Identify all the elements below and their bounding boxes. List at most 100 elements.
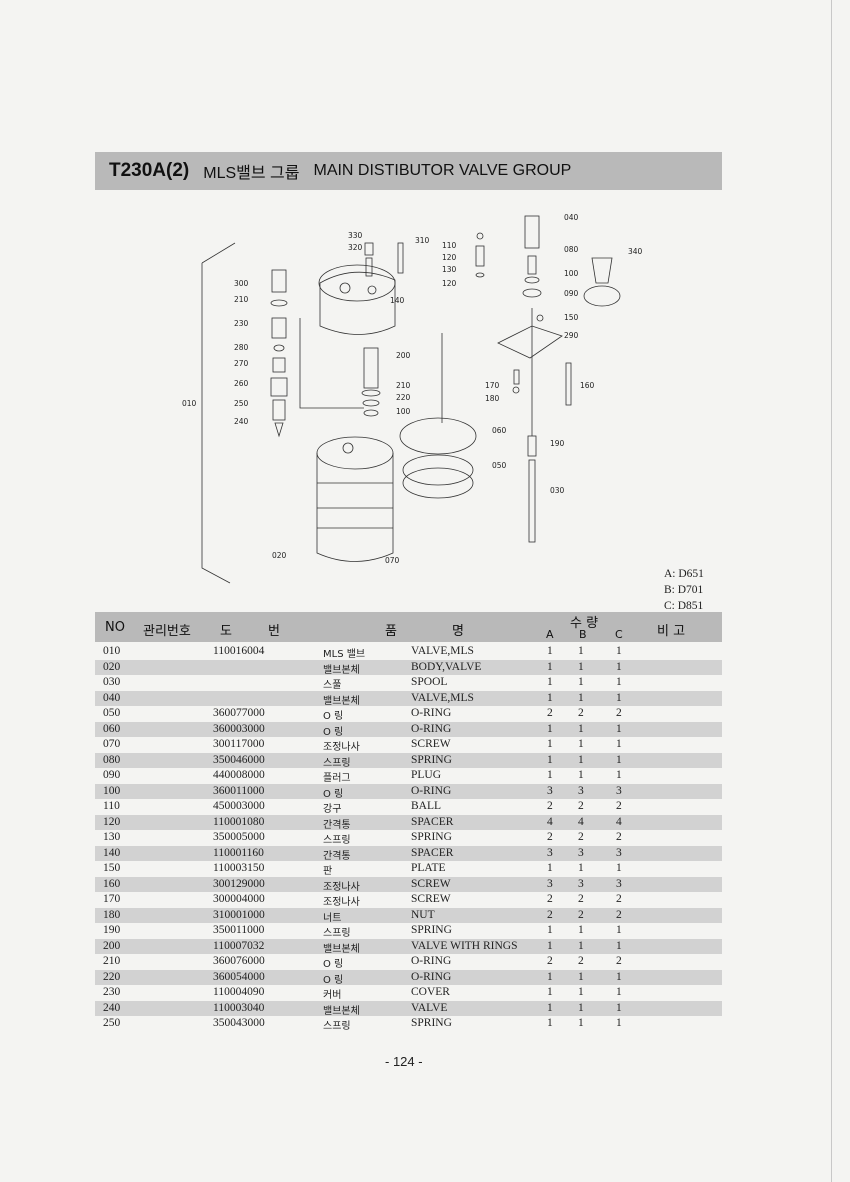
cell-a: 2 bbox=[547, 893, 553, 905]
legend-b: B: D701 bbox=[664, 584, 704, 596]
part-020-body bbox=[316, 453, 394, 562]
cell-a: 1 bbox=[547, 862, 553, 874]
cell-a: 1 bbox=[547, 676, 553, 688]
cell-c: 1 bbox=[616, 939, 622, 952]
cell-b: 1 bbox=[578, 722, 584, 735]
cell-part: 110016004 bbox=[213, 645, 265, 657]
diagram-drawing bbox=[201, 215, 621, 584]
diagram-callout: 150 bbox=[564, 313, 579, 322]
diagram-callout: 030 bbox=[550, 486, 565, 495]
diagram-callout: 170 bbox=[485, 381, 500, 390]
cover-hole-2 bbox=[367, 285, 377, 295]
cell-c: 1 bbox=[616, 722, 622, 735]
cell-ko: 밸브본체 bbox=[323, 664, 360, 676]
col-no: NO bbox=[105, 620, 125, 635]
cell-a: 2 bbox=[547, 908, 553, 921]
cell-a: 1 bbox=[547, 970, 553, 983]
cell-ko: 스프링 bbox=[323, 928, 351, 939]
cell-c: 1 bbox=[616, 986, 622, 998]
cell-part: 300117000 bbox=[213, 738, 265, 750]
cell-ko: 스프링 bbox=[323, 1021, 351, 1032]
cell-ko: 판 bbox=[323, 866, 333, 877]
cell-en: SPOOL bbox=[411, 676, 448, 688]
diagram-callout: 010 bbox=[182, 399, 197, 408]
cell-part: 360011000 bbox=[213, 784, 265, 797]
part-050-ring-1 bbox=[402, 454, 474, 486]
cell-part: 360077000 bbox=[213, 707, 265, 719]
cell-en: SPACER bbox=[411, 815, 454, 828]
diagram-callout: 060 bbox=[492, 426, 507, 435]
cell-ko: 스풀 bbox=[323, 680, 342, 691]
diagram-callout: 330 bbox=[348, 231, 363, 240]
part-300 bbox=[271, 269, 287, 293]
diagram-callout: 050 bbox=[492, 461, 507, 470]
cell-part: 350043000 bbox=[213, 1017, 265, 1029]
part-120-lower bbox=[475, 272, 485, 278]
cell-b: 1 bbox=[578, 738, 584, 750]
diagram-callout: 180 bbox=[485, 394, 500, 403]
cell-part: 360076000 bbox=[213, 955, 265, 967]
part-190-spring bbox=[527, 435, 537, 457]
part-110-ball bbox=[476, 232, 484, 240]
cell-no: 220 bbox=[103, 970, 121, 983]
cell-a: 1 bbox=[547, 769, 553, 781]
cell-b: 1 bbox=[578, 1017, 584, 1029]
cell-ko: 조정나사 bbox=[323, 881, 360, 893]
cell-part: 110007032 bbox=[213, 939, 265, 952]
ring-100 bbox=[363, 409, 379, 417]
cell-a: 2 bbox=[547, 831, 553, 843]
model-legend: A: D651 B: D701 C: D851 bbox=[664, 566, 704, 614]
cell-en: VALVE bbox=[411, 1001, 448, 1014]
cell-a: 3 bbox=[547, 877, 553, 890]
cell-b: 1 bbox=[578, 924, 584, 936]
cell-b: 3 bbox=[578, 846, 584, 859]
cell-c: 1 bbox=[616, 738, 622, 750]
cell-ko: 스프링 bbox=[323, 757, 351, 769]
part-050-ring-2 bbox=[402, 467, 474, 499]
diagram-callout: 120 bbox=[442, 253, 457, 262]
part-330 bbox=[364, 242, 374, 256]
cell-ko: 간격통 bbox=[323, 850, 351, 862]
part-040 bbox=[524, 215, 540, 249]
cell-en: BODY,VALVE bbox=[411, 660, 482, 673]
diagram-callout: 070 bbox=[385, 556, 400, 565]
cell-b: 1 bbox=[578, 1001, 584, 1014]
diagram-callout: 290 bbox=[564, 331, 579, 340]
cell-no: 180 bbox=[103, 908, 121, 921]
cell-no: 230 bbox=[103, 986, 121, 998]
cell-ko: 밸브본체 bbox=[323, 943, 360, 955]
cell-b: 1 bbox=[578, 691, 584, 704]
cell-c: 1 bbox=[616, 753, 622, 766]
diagram-callout: 210 bbox=[396, 381, 411, 390]
diagram-callout: 320 bbox=[348, 243, 363, 252]
title-bar: T230A(2) MLS밸브 그룹 MAIN DISTIBUTOR VALVE … bbox=[95, 152, 722, 190]
col-drawing-1: 도 bbox=[220, 624, 232, 639]
cell-a: 2 bbox=[547, 707, 553, 719]
cell-c: 2 bbox=[616, 893, 622, 905]
cell-no: 210 bbox=[103, 955, 121, 967]
cell-no: 100 bbox=[103, 784, 121, 797]
cell-c: 1 bbox=[616, 691, 622, 704]
diagram-callout: 190 bbox=[550, 439, 565, 448]
cell-b: 1 bbox=[578, 986, 584, 998]
cell-no: 070 bbox=[103, 738, 121, 750]
diagram-callout: 210 bbox=[234, 295, 249, 304]
cell-part: 450003000 bbox=[213, 800, 265, 812]
diagram-callout: 140 bbox=[390, 296, 405, 305]
cell-part: 300129000 bbox=[213, 877, 265, 890]
cell-b: 2 bbox=[578, 831, 584, 843]
cover-hole-1 bbox=[339, 282, 351, 294]
cell-b: 1 bbox=[578, 939, 584, 952]
cell-ko: O 링 bbox=[323, 711, 344, 722]
cell-part: 360003000 bbox=[213, 722, 265, 735]
cell-en: SPRING bbox=[411, 924, 452, 936]
cell-ko: 강구 bbox=[323, 804, 342, 815]
